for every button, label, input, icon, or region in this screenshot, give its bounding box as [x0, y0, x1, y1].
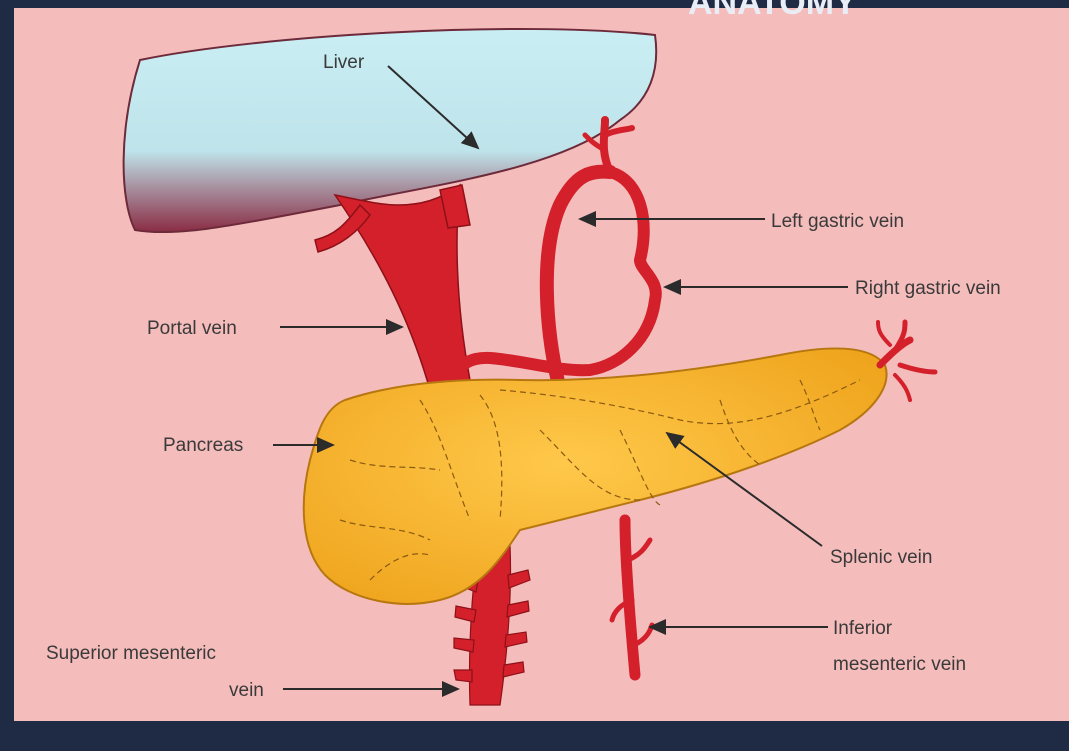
label-inferior-mesenteric-line1: Inferior: [833, 618, 893, 639]
label-inferior-mesenteric-line2: mesenteric vein: [833, 654, 966, 675]
label-left-gastric-vein: Left gastric vein: [771, 211, 904, 232]
label-splenic-vein: Splenic vein: [830, 547, 932, 568]
label-portal-vein: Portal vein: [147, 318, 237, 339]
header-title-text: ANATOMY: [688, 0, 857, 22]
label-liver: Liver: [323, 52, 365, 73]
label-superior-mesenteric-line1: Superior mesenteric: [46, 643, 216, 664]
label-pancreas: Pancreas: [163, 435, 243, 456]
label-superior-mesenteric-line2: vein: [229, 680, 264, 701]
inferior-mesenteric-vein-shape: [612, 520, 652, 675]
left-gastric-vein-shape: [547, 120, 632, 390]
pancreas-shape: [304, 348, 887, 603]
liver-shape: [124, 29, 657, 232]
splenic-vein-shape: [878, 322, 935, 400]
portal-vein-shape: [315, 185, 470, 390]
label-right-gastric-vein: Right gastric vein: [855, 278, 1001, 299]
header-fragment: ANATOMY: [0, 0, 1069, 22]
